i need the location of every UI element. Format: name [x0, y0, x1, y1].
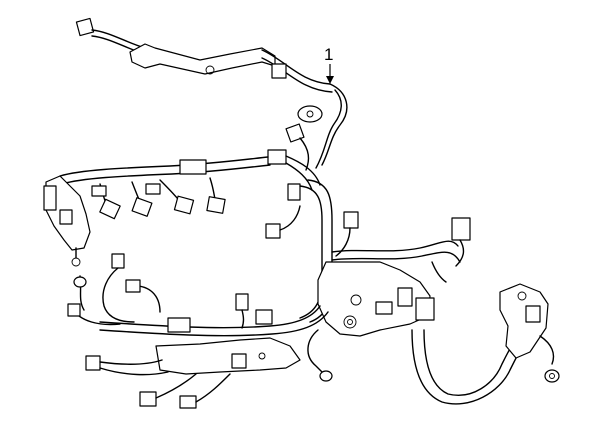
center-upper-connectors [267, 123, 310, 201]
injector-connector-4 [206, 196, 226, 214]
injector-connector-2 [131, 197, 153, 217]
connector-top-mid [271, 63, 287, 79]
ground-terminal-center [319, 370, 333, 382]
bolt-hole-top [205, 65, 215, 75]
ground-terminal-top-hole [306, 110, 314, 118]
vertical-trunk [265, 179, 359, 323]
bracket-hole-2 [343, 315, 357, 329]
left-connector-block [43, 175, 91, 267]
trunk-clip-2 [91, 185, 107, 197]
injector-connector-3 [173, 195, 195, 215]
left-middle-harness [67, 253, 161, 326]
lower-trunk-clip [167, 317, 191, 333]
ground-terminal-left [73, 276, 87, 288]
connector-left-low [67, 303, 81, 317]
bracket-top [129, 43, 276, 75]
connector-relay [415, 297, 435, 321]
bracket-hole-1 [350, 294, 362, 306]
connector-center-vertical [343, 211, 359, 229]
connector-center-clip [267, 149, 287, 165]
connector-bottom-left-1 [85, 355, 101, 371]
callout-number: 1 [324, 45, 333, 64]
terminal-block-right [499, 283, 549, 359]
left-grommet [71, 257, 81, 267]
connector-top-right [451, 217, 471, 241]
right-upper-branch [331, 217, 471, 283]
bottom-bracket-hole [258, 352, 266, 360]
ground-terminal-right [544, 369, 560, 383]
bottom-left-harness [85, 337, 301, 409]
trunk-clip-3 [145, 183, 161, 195]
connector-bracket [397, 287, 413, 307]
connector-bottom-left-2 [139, 391, 157, 407]
top-branch [75, 17, 348, 169]
left-connector [43, 185, 57, 211]
connector-lower-mid [235, 293, 249, 311]
bottom-bracket [155, 337, 301, 375]
callout-arrow [326, 76, 334, 84]
connector-left-mid [111, 253, 125, 269]
connector-top-left [75, 17, 95, 37]
lower-trunk [99, 293, 333, 382]
connector-center-mid [287, 183, 301, 201]
bracket-hole-2-inner [347, 319, 353, 325]
center-bracket-cluster [317, 261, 435, 337]
connector-bottom-left-3 [179, 395, 197, 409]
ground-terminal-top [297, 105, 323, 123]
connector-lower-clip [255, 309, 273, 325]
center-bracket [317, 261, 431, 337]
terminal-hole [517, 291, 527, 301]
terminal-connector [525, 305, 541, 323]
left-connector-lock [59, 209, 73, 225]
connector-left-mid-2 [125, 279, 141, 293]
bottom-bracket-connector [231, 353, 247, 369]
battery-cable [411, 283, 560, 405]
connector-center-top [285, 123, 305, 143]
connector-left-stub [265, 223, 281, 239]
injector-connector-1 [99, 198, 121, 220]
trunk-clip [179, 159, 207, 175]
injector-trunk [59, 155, 321, 220]
part-callout: 1 [324, 45, 334, 84]
ground-terminal-right-hole [549, 373, 555, 379]
bracket-clip [375, 301, 393, 315]
